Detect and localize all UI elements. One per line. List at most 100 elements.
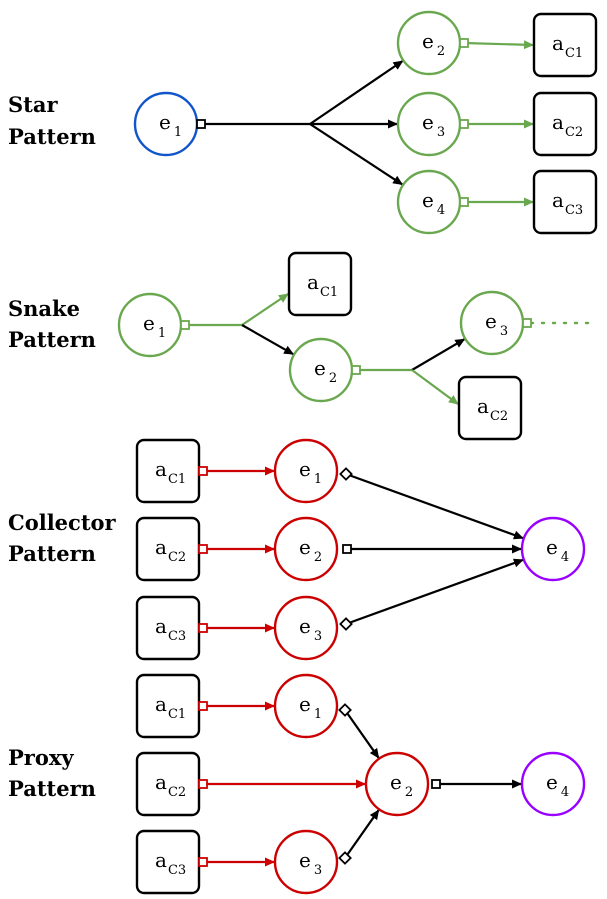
node-label-subscript: 2 <box>314 550 322 565</box>
node-aC2: aC2 <box>457 375 523 441</box>
ports-layer <box>180 38 532 867</box>
red-circle-node <box>364 751 430 817</box>
node-label-base: e <box>546 770 558 794</box>
edges-layer <box>185 40 592 867</box>
node-label-base: e <box>422 188 434 212</box>
label-line: Proxy <box>8 745 74 770</box>
green-port <box>459 197 469 207</box>
node-label-base: e <box>422 110 434 134</box>
node-label-subscript: 1 <box>314 472 322 487</box>
edge-fork-e2 <box>309 60 404 125</box>
node-aC3: aC3 <box>135 829 201 895</box>
node-label: aC1 <box>552 31 583 61</box>
node-label-subscript: C3 <box>565 203 583 218</box>
black-port <box>431 779 441 789</box>
purple-circle-node <box>520 751 586 817</box>
black-port <box>339 467 353 481</box>
purple-circle-node <box>520 516 586 582</box>
node-label-subscript: C1 <box>565 46 583 61</box>
node-label-base: a <box>155 614 167 638</box>
node-label-subscript: 2 <box>405 785 413 800</box>
node-label: aC2 <box>155 770 186 800</box>
node-label-subscript: C2 <box>490 409 508 424</box>
red-port <box>198 779 208 789</box>
red-port <box>198 857 208 867</box>
node-label-base: e <box>299 457 311 481</box>
red-port <box>198 701 208 711</box>
box-node <box>532 12 598 78</box>
node-aC2: aC2 <box>532 91 598 157</box>
node-label-subscript: C3 <box>168 863 186 878</box>
box-node <box>532 169 598 235</box>
edge-fork-e2 <box>241 324 295 356</box>
node-label-base: a <box>155 692 167 716</box>
green-port <box>459 38 469 48</box>
red-circle-node <box>273 673 339 739</box>
star-pattern-label: Star Pattern <box>8 92 96 149</box>
node-label-subscript: C1 <box>320 285 338 300</box>
node-label-subscript: 4 <box>561 550 569 565</box>
box-node <box>457 375 523 441</box>
node-label: aC3 <box>155 848 186 878</box>
node-label: aC2 <box>477 394 508 424</box>
red-port <box>198 623 208 633</box>
node-label-subscript: 1 <box>314 707 322 722</box>
box-node <box>135 829 201 895</box>
node-aC2: aC2 <box>135 516 201 582</box>
node-label-subscript: 2 <box>329 371 337 386</box>
node-label-base: a <box>155 457 167 481</box>
green-port <box>522 318 532 328</box>
box-node <box>135 516 201 582</box>
node-label: aC2 <box>155 535 186 565</box>
node-label-base: e <box>390 770 402 794</box>
red-circle-node <box>273 595 339 661</box>
node-label-base: a <box>552 110 564 134</box>
node-label-subscript: C3 <box>168 629 186 644</box>
node-label-subscript: 3 <box>314 629 322 644</box>
edge-e3-e4 <box>345 558 524 626</box>
node-label-base: e <box>314 356 326 380</box>
red-circle-node <box>273 516 339 582</box>
black-port <box>339 617 353 631</box>
box-node <box>135 673 201 739</box>
node-label-base: a <box>552 188 564 212</box>
edge-fork-e4 <box>309 123 404 186</box>
label-line: Pattern <box>8 776 96 801</box>
node-label-base: a <box>552 31 564 55</box>
node-label: aC1 <box>307 270 338 300</box>
node-label-subscript: 3 <box>437 125 445 140</box>
node-label-subscript: 4 <box>561 785 569 800</box>
node-label-base: e <box>159 110 171 134</box>
red-port <box>198 544 208 554</box>
node-label-base: e <box>299 614 311 638</box>
node-aC1: aC1 <box>287 251 353 317</box>
black-port <box>338 703 352 717</box>
edge-e1-e2 <box>344 709 380 759</box>
node-label: aC1 <box>155 692 186 722</box>
node-label: aC2 <box>552 110 583 140</box>
black-port <box>196 119 206 129</box>
node-label-subscript: C2 <box>565 125 583 140</box>
node-label-base: e <box>299 692 311 716</box>
red-circle-node <box>273 829 339 895</box>
node-label-subscript: 3 <box>500 324 508 339</box>
label-line: Pattern <box>8 124 96 149</box>
node-label-subscript: C2 <box>168 550 186 565</box>
label-line: Star <box>8 92 58 117</box>
